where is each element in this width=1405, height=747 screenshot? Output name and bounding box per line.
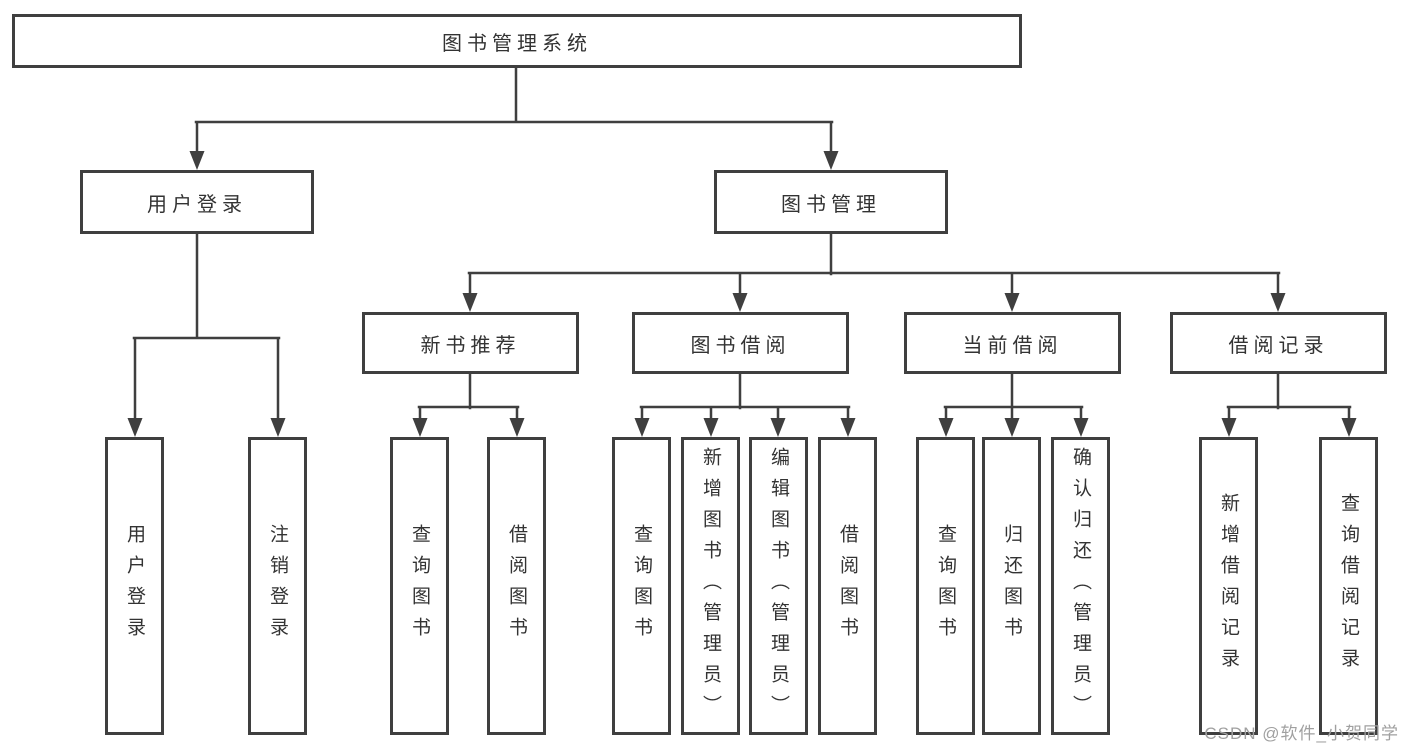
node-new-book-recommend: 新书推荐: [362, 312, 579, 374]
node-book-management: 图书管理: [714, 170, 948, 234]
node-label: 新书推荐: [420, 334, 521, 357]
leaf-logout-login: 注销登录: [248, 437, 307, 735]
node-label: 借阅图书: [506, 524, 527, 648]
node-label: 图书管理: [781, 193, 881, 216]
leaf-bb-borrow-books: 借阅图书: [818, 437, 877, 735]
node-label: 查询图书: [409, 524, 430, 648]
leaf-user-login: 用户登录: [105, 437, 164, 735]
leaf-br-query-record: 查询借阅记录: [1319, 437, 1378, 735]
node-label: 注销登录: [267, 524, 288, 648]
leaf-br-add-record: 新增借阅记录: [1199, 437, 1258, 735]
connector-path: [132, 66, 1352, 423]
node-user-login: 用户登录: [80, 170, 314, 234]
node-label: 确认归还（管理员）: [1070, 446, 1091, 726]
node-label: 用户登录: [124, 524, 145, 648]
node-label: 查询借阅记录: [1338, 493, 1359, 679]
watermark: CSDN @软件_小贺同学: [1204, 724, 1399, 743]
leaf-nb-query-books: 查询图书: [390, 437, 449, 735]
node-label: 查询图书: [935, 524, 956, 648]
node-borrowing-records: 借阅记录: [1170, 312, 1387, 374]
node-book-borrowing: 图书借阅: [632, 312, 849, 374]
node-current-borrowing: 当前借阅: [904, 312, 1121, 374]
leaf-cb-confirm-return-admin: 确认归还（管理员）: [1051, 437, 1110, 735]
leaf-cb-return-books: 归还图书: [982, 437, 1041, 735]
node-label: 当前借阅: [962, 334, 1063, 357]
node-label: 归还图书: [1001, 524, 1022, 648]
node-label: 用户登录: [147, 193, 247, 216]
node-label: 借阅图书: [837, 524, 858, 648]
node-label: 查询图书: [631, 524, 652, 648]
leaf-bb-query-books: 查询图书: [612, 437, 671, 735]
node-label: 新增借阅记录: [1218, 493, 1239, 679]
node-label: 图书借阅: [690, 334, 791, 357]
leaf-bb-edit-books-admin: 编辑图书（管理员）: [749, 437, 808, 735]
arrowhead-icons: [127, 151, 1357, 437]
leaf-cb-query-books: 查询图书: [916, 437, 975, 735]
node-label: 新增图书（管理员）: [700, 446, 721, 726]
node-label: 图书管理系统: [442, 32, 592, 55]
leaf-nb-borrow-books: 借阅图书: [487, 437, 546, 735]
node-label: 编辑图书（管理员）: [768, 446, 789, 726]
node-label: 借阅记录: [1228, 334, 1329, 357]
node-library-system: 图书管理系统: [12, 14, 1022, 68]
leaf-bb-add-books-admin: 新增图书（管理员）: [681, 437, 740, 735]
